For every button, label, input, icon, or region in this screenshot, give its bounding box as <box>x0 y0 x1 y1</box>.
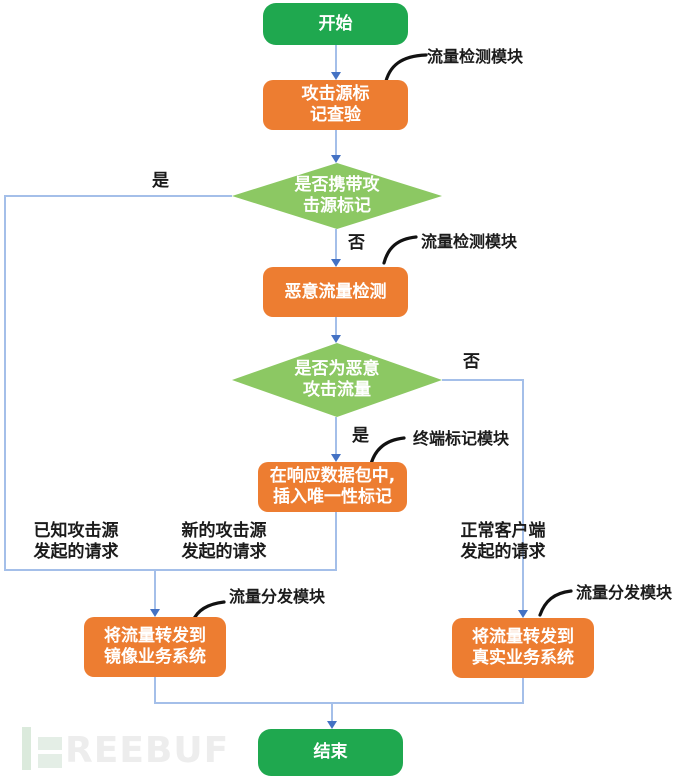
arrowhead-down-icon <box>327 721 337 729</box>
connector-line <box>154 702 524 704</box>
edge-label-no: 否 <box>463 352 480 372</box>
connector-line <box>154 570 156 610</box>
arrowhead-down-icon <box>331 72 341 80</box>
connector-line <box>335 417 337 455</box>
annotation-dispatch: 流量分发模块 <box>229 587 326 606</box>
arrowhead-down-icon <box>331 335 341 343</box>
annotation-traffic-detect: 流量检测模块 <box>427 47 524 66</box>
connector-line <box>335 45 337 73</box>
connector-line <box>4 569 337 571</box>
connector-line <box>331 703 333 722</box>
label-known-attack-request: 已知攻击源 发起的请求 <box>33 521 119 562</box>
edge-label-no: 否 <box>348 233 365 253</box>
forward-real-node: 将流量转发到 真实业务系统 <box>452 618 594 678</box>
end-node: 结束 <box>258 729 403 776</box>
arrowhead-down-icon <box>518 610 528 618</box>
arrowhead-down-icon <box>331 454 341 462</box>
freebuf-logo-block-icon <box>38 754 62 768</box>
connector-line <box>335 317 337 336</box>
freebuf-watermark: REEBUF <box>65 730 230 771</box>
forward-mirror-node: 将流量转发到 镜像业务系统 <box>84 617 226 677</box>
connector-line <box>335 512 337 570</box>
arrowhead-down-icon <box>331 259 341 267</box>
connector-line <box>4 195 6 571</box>
malicious-detect-node: 恶意流量检测 <box>263 267 408 317</box>
callout-arrow <box>538 589 573 617</box>
is-malicious-decision-node: 是否为恶意 攻击流量 <box>232 343 442 417</box>
attack-mark-check-node: 攻击源标 记查验 <box>263 80 408 130</box>
insert-mark-node: 在响应数据包中, 插入唯一性标记 <box>258 462 407 512</box>
has-mark-decision-node: 是否携带攻 击源标记 <box>232 163 442 229</box>
connector-line <box>522 678 524 704</box>
connector-line <box>335 130 337 156</box>
diamond-shape <box>232 343 442 417</box>
freebuf-logo-block-icon <box>38 737 62 750</box>
start-node: 开始 <box>263 3 408 45</box>
connector-line <box>154 677 156 704</box>
label-new-attack-request: 新的攻击源 发起的请求 <box>181 521 267 562</box>
callout-arrow <box>369 436 406 466</box>
arrowhead-down-icon <box>150 609 160 617</box>
edge-label-yes: 是 <box>352 426 369 446</box>
diamond-shape <box>232 163 442 229</box>
decision-label: 是否携带攻 击源标记 <box>294 175 380 216</box>
connector-line <box>5 195 232 197</box>
callout-arrow <box>382 235 418 265</box>
connector-line <box>335 229 337 260</box>
annotation-traffic-detect: 流量检测模块 <box>421 232 518 251</box>
label-normal-client-request: 正常客户端 发起的请求 <box>460 521 546 562</box>
connector-line <box>522 379 524 611</box>
annotation-terminal-mark: 终端标记模块 <box>413 429 510 448</box>
edge-label-yes: 是 <box>152 171 169 191</box>
annotation-dispatch: 流量分发模块 <box>576 583 673 602</box>
connector-line <box>442 379 523 381</box>
decision-label: 是否为恶意 攻击流量 <box>294 359 380 400</box>
arrowhead-down-icon <box>331 155 341 163</box>
freebuf-logo-bar-icon <box>22 727 31 770</box>
